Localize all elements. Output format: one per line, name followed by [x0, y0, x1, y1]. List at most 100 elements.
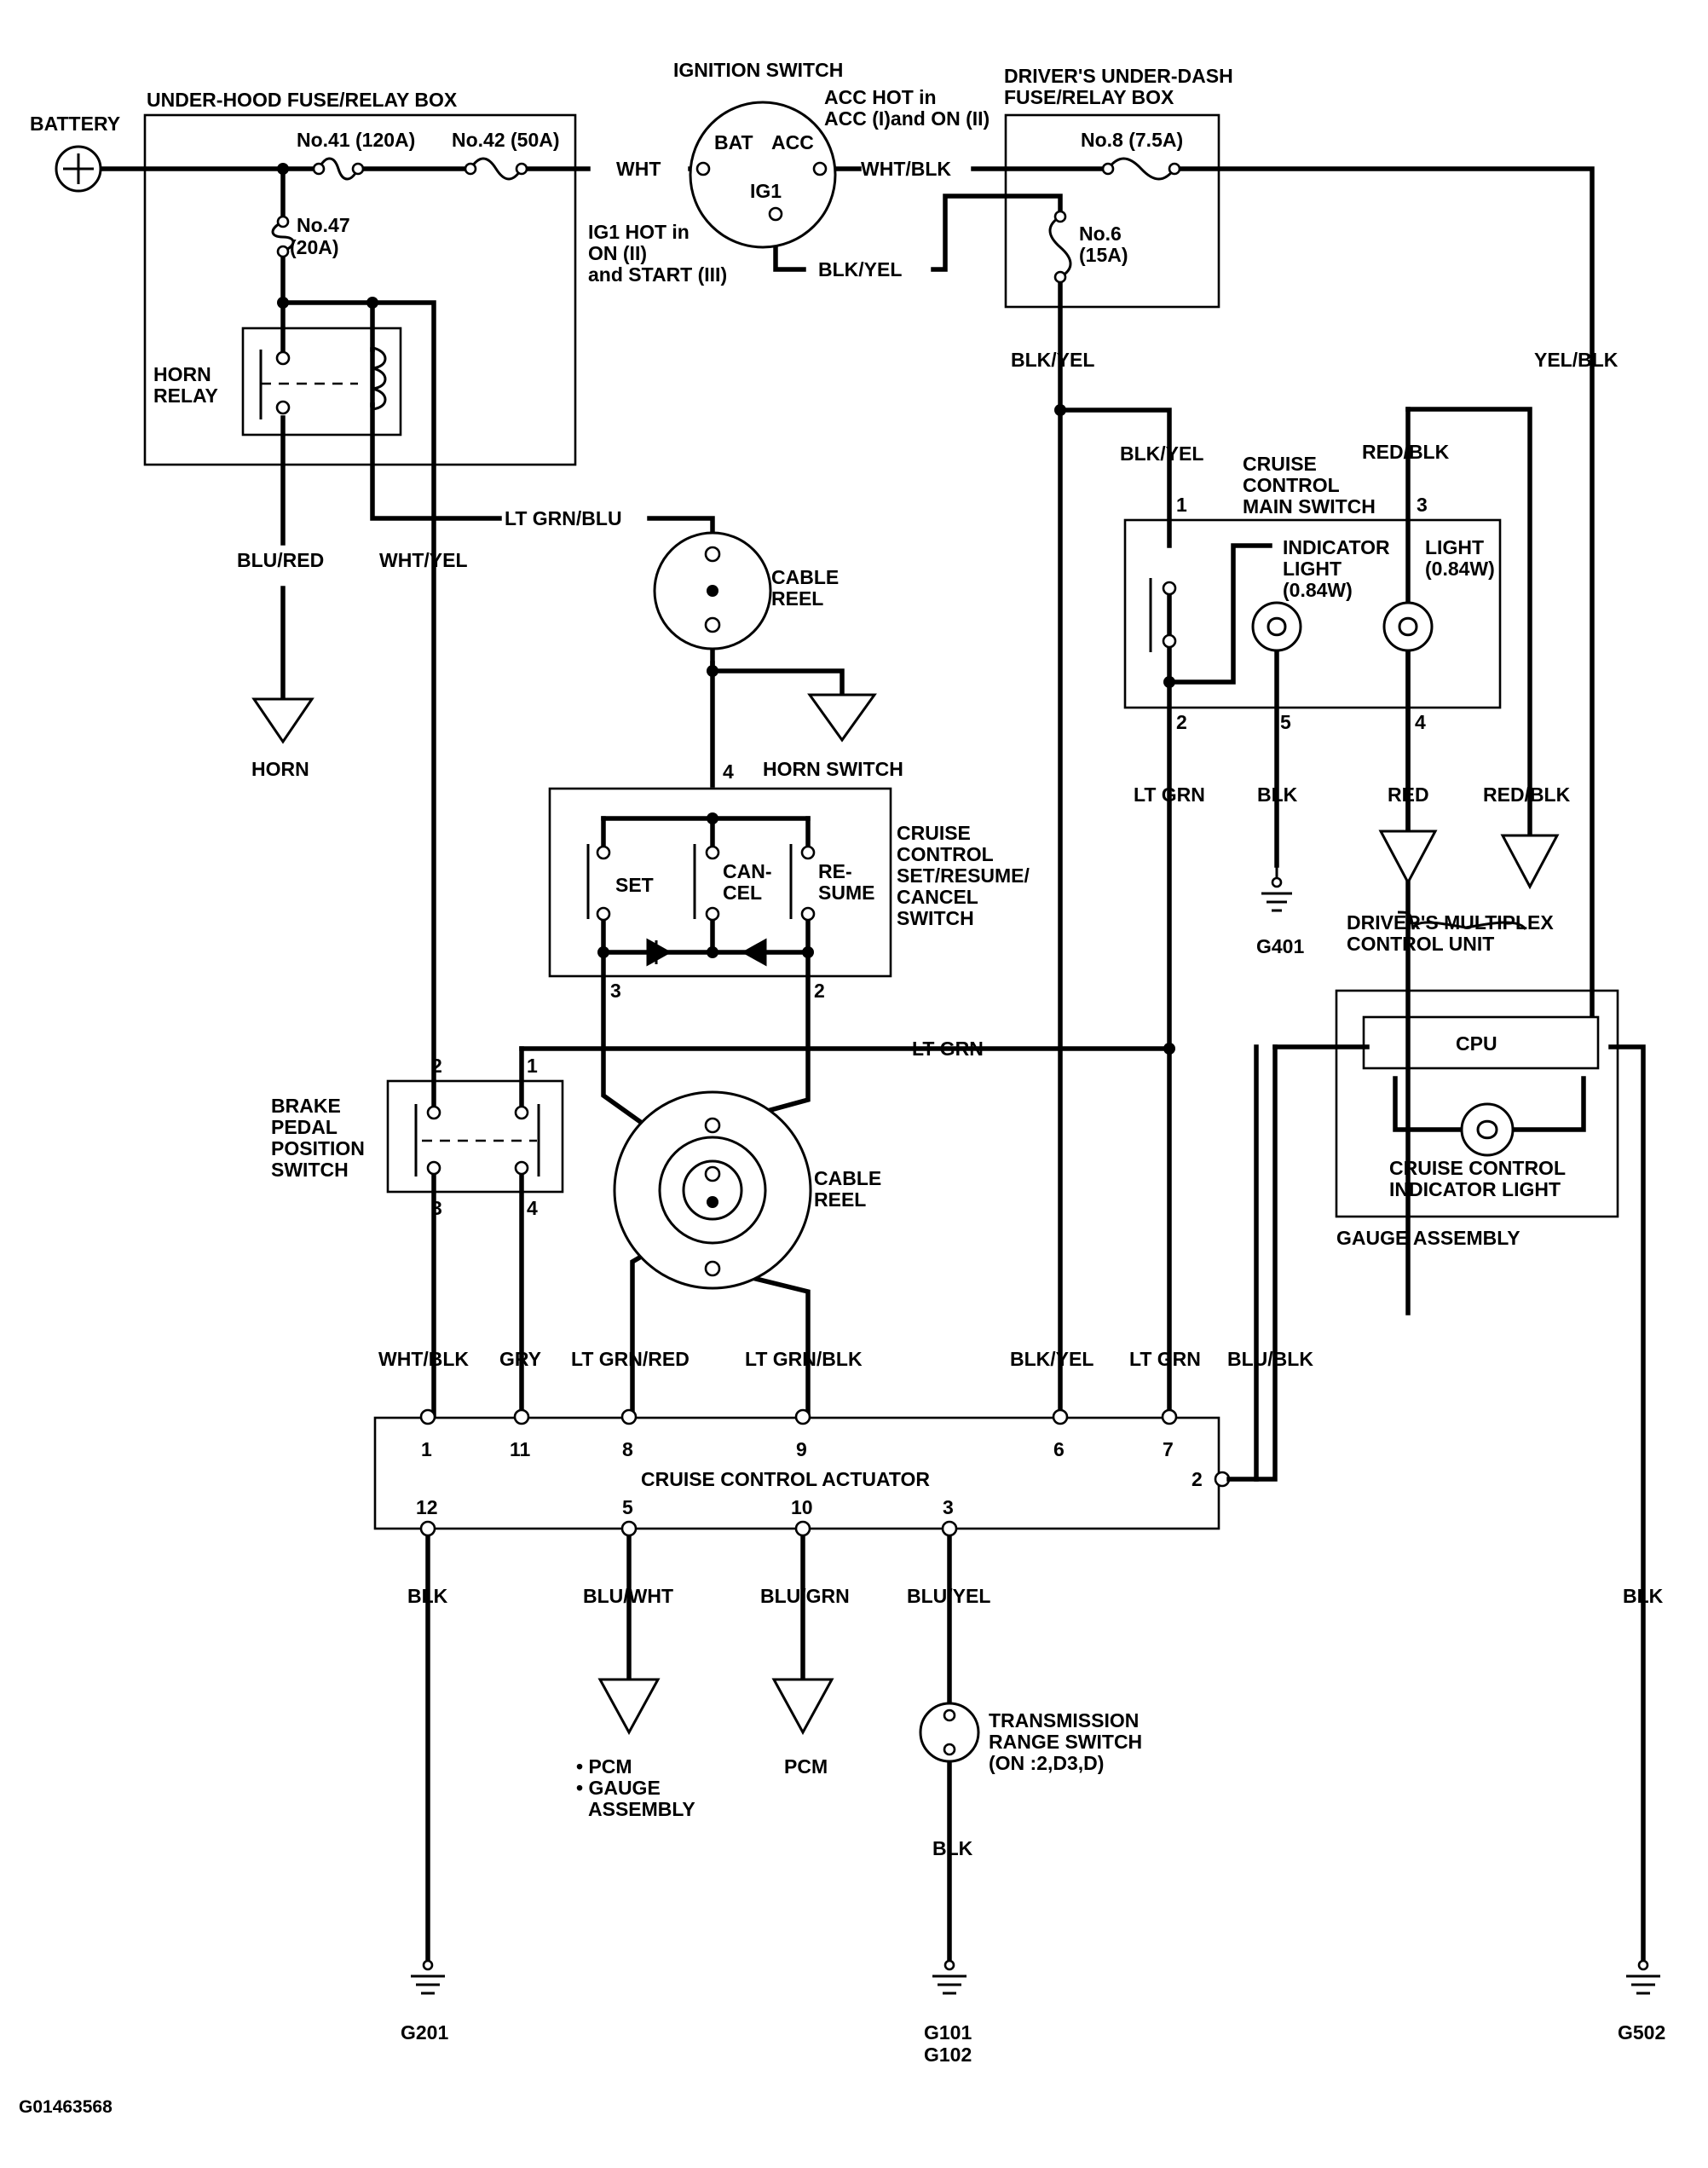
wire-blu-wht: BLU/WHT	[583, 1585, 673, 1607]
brk-pin-2: 2	[431, 1055, 442, 1077]
horn-label: HORN	[251, 758, 309, 780]
multiplex-label-2: CONTROL UNIT	[1347, 933, 1494, 955]
ground-g502-label: G502	[1618, 2021, 1665, 2044]
multiplex-brace	[1397, 911, 1527, 931]
ground-g201-symbol	[411, 1959, 445, 1995]
red-arrow	[1378, 830, 1438, 886]
act-pin-9: 9	[796, 1438, 807, 1460]
junction-dots	[277, 163, 718, 677]
fuses	[271, 157, 1181, 284]
set-switch-contacts	[586, 812, 816, 967]
pcm-arrow	[771, 1678, 834, 1736]
wire-blu-yel: BLU/YEL	[907, 1585, 990, 1607]
ground-g502-symbol	[1626, 1959, 1660, 1995]
red-blk-arrow	[1500, 834, 1560, 890]
main-switch-symbol	[1054, 404, 1434, 688]
labels: BATTERY UNDER-HOOD FUSE/RELAY BOX No.41 …	[19, 59, 1665, 2117]
sw-pin-3: 3	[610, 980, 621, 1002]
ign-ig1-label: IG1	[750, 180, 782, 202]
dash-box-label-1: DRIVER'S UNDER-DASH	[1004, 65, 1233, 87]
main-pin-5: 5	[1280, 711, 1291, 733]
brake-switch-outline	[386, 1079, 564, 1194]
ign-bat-label: BAT	[714, 131, 753, 153]
main-pin-4: 4	[1415, 711, 1426, 733]
set-switch-outline	[548, 787, 892, 978]
light-label-1: LIGHT	[1425, 536, 1484, 558]
fuse8-label: No.8 (7.5A)	[1081, 129, 1183, 151]
grounds	[411, 865, 1660, 1995]
wiring	[98, 166, 1646, 1968]
cpu-box	[1362, 1015, 1600, 1070]
footer-id: G01463568	[19, 2097, 113, 2117]
ignition-switch-symbol	[689, 101, 837, 249]
wire-wht-blk-act: WHT/BLK	[378, 1348, 469, 1370]
set-switch-label-1: CRUISE	[897, 822, 971, 844]
wire-blk-g502: BLK	[1623, 1585, 1664, 1607]
act-pin-8: 8	[622, 1438, 633, 1460]
brk-pin-3: 3	[431, 1197, 442, 1219]
sw-pin-4: 4	[723, 760, 734, 783]
cable-reel-lower-1: CABLE	[814, 1167, 881, 1189]
brake-switch-label-2: PEDAL	[271, 1116, 338, 1138]
horn-relay-label-2: RELAY	[153, 384, 218, 407]
set-switch-label-3: SET/RESUME/	[897, 864, 1030, 887]
act-pin-2: 2	[1192, 1468, 1203, 1490]
fuse6-label-2: (15A)	[1079, 244, 1128, 266]
ground-g401-label: G401	[1256, 935, 1304, 957]
act-pin-11: 11	[510, 1438, 531, 1460]
wire-blk-yel-ign: BLK/YEL	[818, 258, 902, 280]
act-pin-5: 5	[622, 1496, 633, 1518]
set-label: SET	[615, 874, 654, 896]
main-pin-1: 1	[1176, 494, 1187, 516]
acc-note-1: ACC HOT in	[824, 86, 937, 108]
wire-blu-red: BLU/RED	[237, 549, 324, 571]
indicator-light-label-2: LIGHT	[1283, 558, 1342, 580]
ign-acc-label: ACC	[771, 131, 814, 153]
wire-blk-yel-act: BLK/YEL	[1010, 1348, 1093, 1370]
brake-switch-label-1: BRAKE	[271, 1095, 341, 1117]
cancel-label-2: CEL	[723, 882, 762, 904]
horn-arrow	[251, 697, 314, 744]
set-switch-label-4: CANCEL	[897, 886, 978, 908]
battery-label: BATTERY	[30, 113, 120, 135]
wire-blk-yel-fuse6: BLK/YEL	[1011, 349, 1094, 371]
wire-lt-grn-act: LT GRN	[1129, 1348, 1201, 1370]
wire-blk-g401: BLK	[1257, 783, 1298, 806]
wire-wht-blk-top: WHT/BLK	[861, 158, 951, 180]
wire-lt-grn-main: LT GRN	[1134, 783, 1205, 806]
pcm-gauge-label-2: • GAUGE	[576, 1777, 661, 1799]
gauge-assembly-outline	[1335, 989, 1619, 1218]
horn-relay-symbol	[259, 346, 387, 419]
resume-label-2: SUME	[818, 882, 874, 904]
act-pin-12: 12	[416, 1496, 438, 1518]
ground-g102-label: G102	[924, 2044, 972, 2066]
trans-switch-label-3: (ON :2,D3,D)	[989, 1752, 1104, 1774]
horn-switch-label: HORN SWITCH	[763, 758, 903, 780]
resume-label-1: RE-	[818, 860, 852, 882]
act-pin-10: 10	[791, 1496, 813, 1518]
dash-box-outline	[1004, 113, 1220, 309]
ig1-note-3: and START (III)	[588, 263, 727, 286]
multiplex-label-1: DRIVER'S MULTIPLEX	[1347, 911, 1554, 934]
wire-blk-trans: BLK	[932, 1837, 973, 1859]
wire-lt-grn-blu: LT GRN/BLU	[505, 507, 622, 529]
main-pin-3: 3	[1417, 494, 1428, 516]
wire-blu-grn: BLU/GRN	[760, 1585, 850, 1607]
main-pin-2: 2	[1176, 711, 1187, 733]
gauge-assembly-label: GAUGE ASSEMBLY	[1336, 1227, 1520, 1249]
fuse47-label-1: No.47	[297, 214, 350, 236]
connector-arrows	[251, 693, 1560, 1736]
ig1-note-1: IG1 HOT in	[588, 221, 690, 243]
wire-yel-blk: YEL/BLK	[1534, 349, 1619, 371]
cable-reel-lower-2: REEL	[814, 1188, 866, 1211]
cpu-label: CPU	[1456, 1032, 1497, 1055]
wire-wht-yel: WHT/YEL	[379, 549, 468, 571]
horn-relay-outline	[241, 327, 402, 436]
wire-blk-12: BLK	[407, 1585, 448, 1607]
battery-symbol	[55, 145, 102, 193]
trans-switch-label-2: RANGE SWITCH	[989, 1731, 1142, 1753]
actuator-label: CRUISE CONTROL ACTUATOR	[641, 1468, 930, 1490]
brake-switch-label-3: POSITION	[271, 1137, 365, 1159]
wire-wht: WHT	[616, 158, 661, 180]
